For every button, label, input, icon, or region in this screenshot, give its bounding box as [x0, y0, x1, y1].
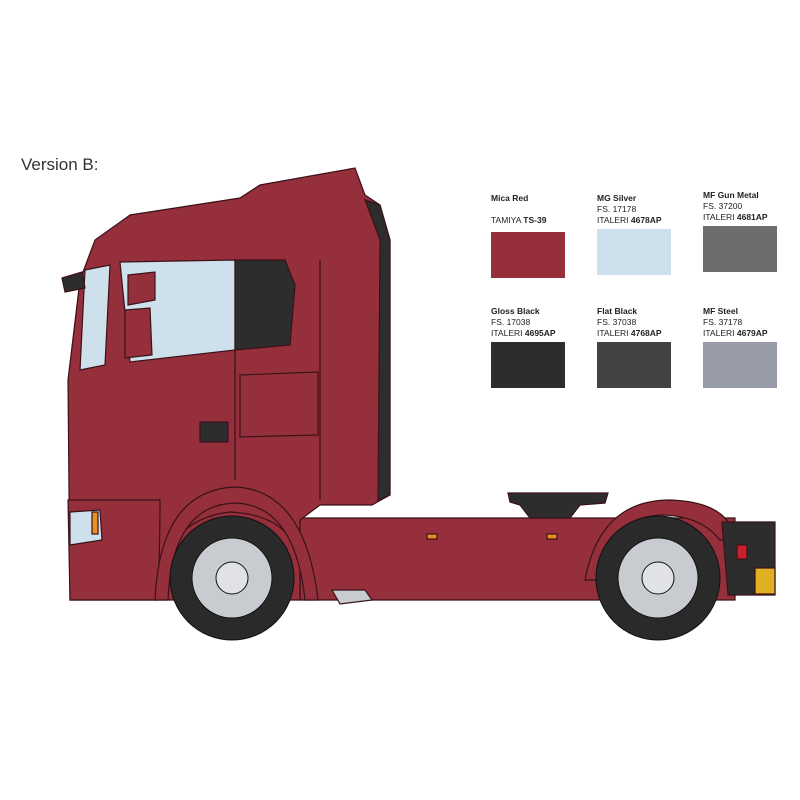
- swatch-name: Gloss Black: [491, 306, 540, 316]
- swatch-name: MF Gun Metal: [703, 190, 759, 200]
- swatch-code: TS-39: [523, 215, 547, 225]
- fifth-wheel: [507, 492, 609, 519]
- mirror: [127, 271, 156, 306]
- swatch-name: Mica Red: [491, 193, 529, 203]
- swatch-mg-silver: MG Silver FS. 17178 ITALERI 4678AP: [597, 193, 677, 275]
- color-box: [703, 342, 777, 388]
- swatch-fs: FS. 37178: [703, 317, 743, 327]
- swatch-fs: FS. 17038: [491, 317, 531, 327]
- swatch-name: MF Steel: [703, 306, 738, 316]
- windshield: [79, 264, 111, 371]
- swatch-brand: ITALERI: [703, 212, 735, 222]
- swatch-flat-black: Flat Black FS. 37038 ITALERI 4768AP: [597, 306, 677, 388]
- swatch-name: Flat Black: [597, 306, 638, 316]
- swatch-code: 4679AP: [736, 328, 768, 338]
- swatch-fs: FS. 37038: [597, 317, 637, 327]
- front-wheel: [169, 515, 295, 641]
- swatch-code: 4678AP: [630, 215, 662, 225]
- swatch-brand: ITALERI: [597, 215, 629, 225]
- color-box: [491, 232, 565, 278]
- swatch-gloss-black: Gloss Black FS. 17038 ITALERI 4695AP: [491, 306, 571, 388]
- color-box: [703, 226, 777, 272]
- front-fender: [154, 486, 319, 601]
- swatch-mf-steel: MF Steel FS. 37178 ITALERI 4679AP: [703, 306, 783, 388]
- rear-wheel: [595, 515, 721, 641]
- swatch-mica-red: Mica Red TAMIYA TS-39: [491, 193, 571, 278]
- version-label: Version B:: [21, 155, 99, 174]
- swatch-code: 4681AP: [736, 212, 768, 222]
- swatch-name: MG Silver: [597, 193, 637, 203]
- swatch-code: 4695AP: [524, 328, 556, 338]
- color-box: [597, 342, 671, 388]
- rear-window: [234, 259, 296, 351]
- swatch-brand: TAMIYA: [491, 215, 521, 225]
- swatch-code: 4768AP: [630, 328, 662, 338]
- swatch-brand: ITALERI: [491, 328, 523, 338]
- swatch-brand: ITALERI: [703, 328, 735, 338]
- swatch-fs: FS. 17178: [597, 204, 637, 214]
- color-box: [597, 229, 671, 275]
- swatch-mf-gun-metal: MF Gun Metal FS. 37200 ITALERI 4681AP: [703, 190, 783, 272]
- color-box: [491, 342, 565, 388]
- swatch-brand: ITALERI: [597, 328, 629, 338]
- swatch-fs: FS. 37200: [703, 201, 743, 211]
